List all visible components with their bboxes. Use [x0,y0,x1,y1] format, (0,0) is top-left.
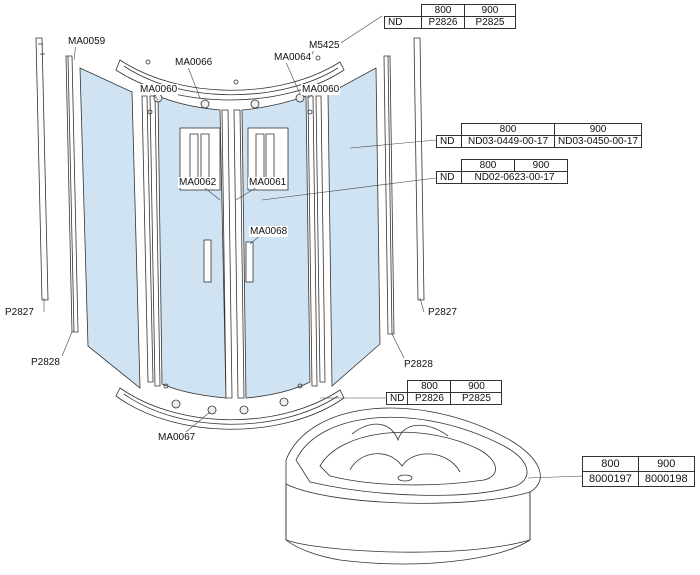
label-ma0061: MA0061 [248,177,288,188]
row-label: ND [436,135,462,148]
col-900: 900 [464,4,516,17]
label-ma0062: MA0062 [178,177,218,188]
cell-800: ND03-0449-00-17 [461,135,555,148]
left-door-profile [141,95,154,383]
cell-900: P2825 [464,16,516,29]
col-900: 900 [514,159,568,172]
label-p2828-left: P2828 [30,357,61,368]
label-ma0060-right: MA0060 [301,84,341,95]
col-900: 900 [637,456,695,472]
row-label: ND [436,171,462,184]
label-p2827-right: P2827 [427,307,458,318]
label-ma0059: MA0059 [67,36,107,47]
cell-800-900: ND02-0623-00-17 [461,171,568,184]
cell-800: 8000197 [582,471,639,487]
label-p2828-right: P2828 [403,359,434,370]
label-ma0060-left: MA0060 [139,84,179,95]
row-label: ND [384,16,422,29]
col-800: 800 [461,123,555,136]
cell-800: P2826 [421,16,465,29]
col-800: 800 [407,380,452,393]
cell-900: P2825 [450,392,503,405]
cell-800: P2826 [407,392,452,405]
row-label: ND [385,392,409,405]
cell-900: 8000198 [637,471,695,487]
shower-tray [285,407,541,565]
right-wall-profile [413,37,425,301]
col-900: 900 [450,380,503,393]
left-fixed-glass [79,67,141,389]
label-p2827-left: P2827 [4,307,35,318]
col-900: 900 [553,123,643,136]
label-ma0064: MA0064 [273,52,313,63]
col-800: 800 [421,4,465,17]
label-ma0067: MA0067 [157,432,197,443]
col-800: 800 [582,456,639,472]
left-door-handle [203,239,212,283]
right-fixed-glass [327,67,381,387]
left-channel-profile [65,55,79,333]
left-wall-profile [35,37,49,301]
label-ma0066: MA0066 [174,57,214,68]
label-ma0068: MA0068 [249,226,289,237]
cell-900: ND03-0450-00-17 [553,135,643,148]
right-door-handle [245,241,254,283]
col-800: 800 [461,159,515,172]
label-m5425: M5425 [308,40,341,51]
